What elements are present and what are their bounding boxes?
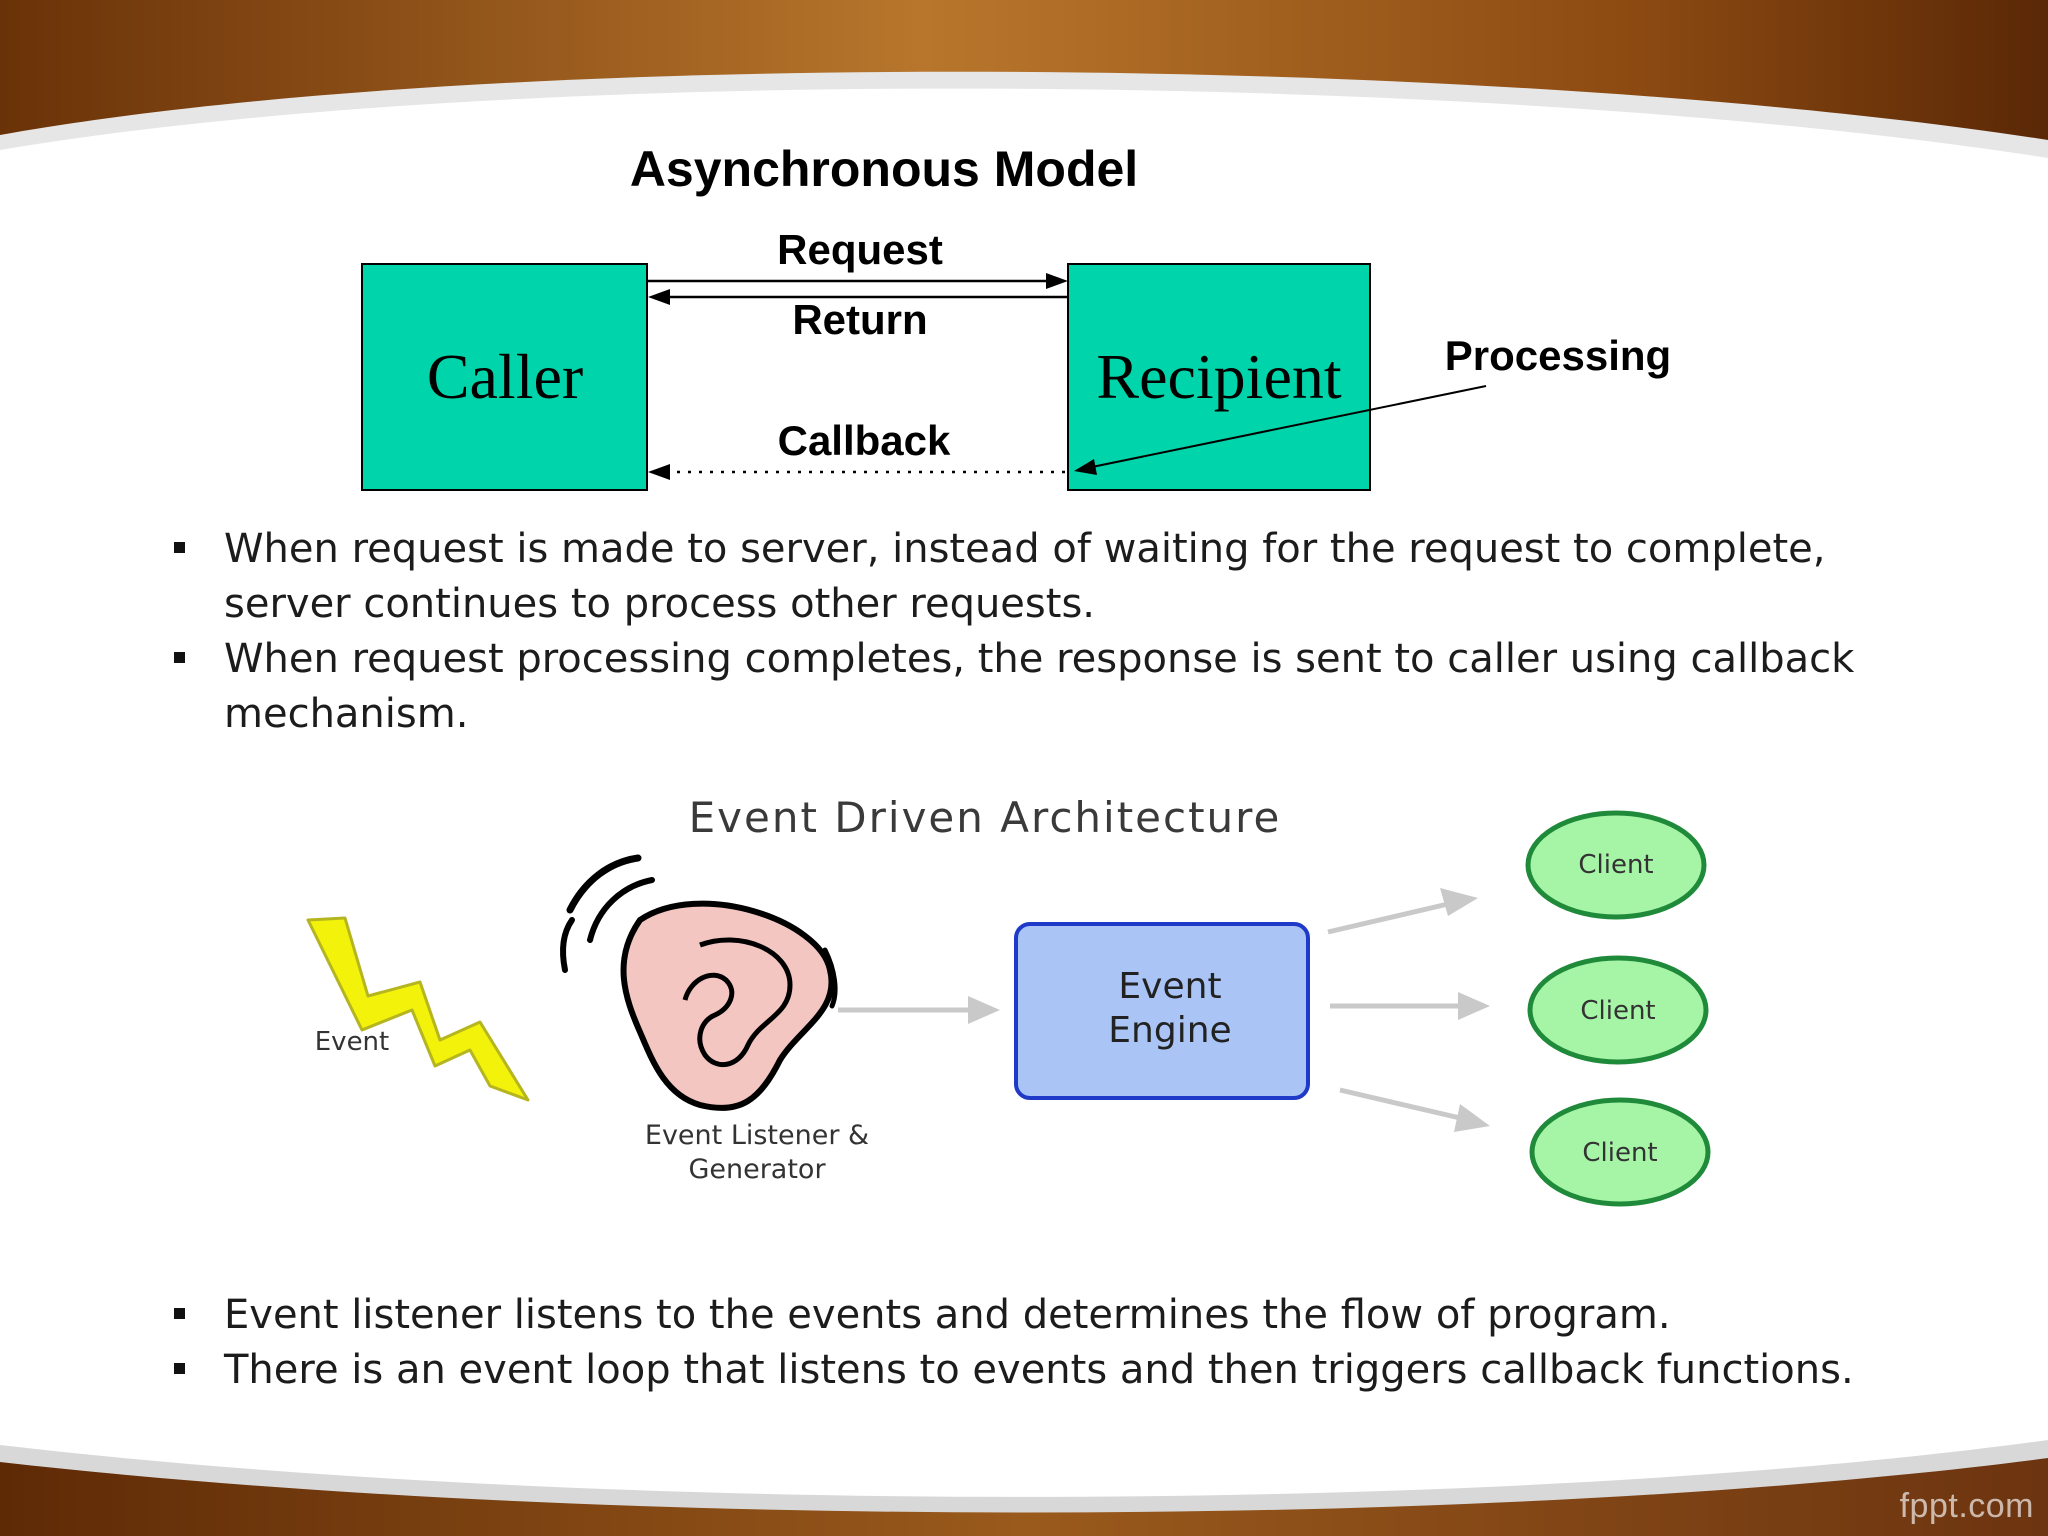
- request-arrowhead: [1046, 273, 1068, 289]
- bullet-marker: [174, 1308, 185, 1319]
- client-node-1: [1525, 810, 1707, 920]
- async-bullet-list: When request is made to server, instead …: [170, 522, 1870, 742]
- engine-to-client-2-arrowhead: [1458, 992, 1490, 1020]
- event-label: Event: [315, 1027, 389, 1057]
- return-arrowhead: [648, 289, 670, 305]
- caller-label: Caller: [427, 341, 583, 412]
- bottom-band: [0, 1458, 2048, 1536]
- listener-label-line1: Event Listener &: [645, 1120, 869, 1151]
- processing-label: Processing: [1445, 332, 1671, 379]
- lightning-bolt-icon: [306, 916, 530, 1102]
- recipient-box: [1067, 263, 1371, 491]
- eda-bullet-2: There is an event loop that listens to e…: [170, 1343, 1990, 1398]
- watermark: fppt.com: [1899, 1487, 2034, 1525]
- eda-title: Event Driven Architecture: [689, 793, 1282, 842]
- listener-label-line2: Generator: [688, 1154, 826, 1185]
- request-label: Request: [777, 226, 943, 273]
- callback-arrowhead: [648, 464, 670, 480]
- listener-to-engine-arrowhead: [968, 996, 1000, 1024]
- engine-to-client-3-arrowhead: [1454, 1104, 1490, 1132]
- bullet-marker: [174, 542, 185, 553]
- eda-bullet-list: Event listener listens to the events and…: [170, 1288, 1990, 1398]
- engine-label-line1: Event: [1118, 966, 1221, 1007]
- async-title: Asynchronous Model: [630, 141, 1138, 197]
- async-bullet-2: When request processing completes, the r…: [170, 632, 1870, 742]
- client-label-2: Client: [1580, 996, 1655, 1026]
- callback-label: Callback: [778, 417, 951, 464]
- event-driven-architecture-diagram: Event Driven Architecture Event Event Li…: [306, 793, 1711, 1207]
- engine-to-client-1-arrowhead: [1440, 888, 1478, 916]
- bullet-marker: [174, 1363, 185, 1374]
- caller-box: [361, 263, 648, 491]
- processing-pointer-head: [1074, 459, 1097, 475]
- bullet-marker: [174, 652, 185, 663]
- client-node-2: [1527, 955, 1709, 1065]
- bullet-text: When request processing completes, the r…: [224, 636, 1855, 737]
- engine-to-client-3-arrow: [1339, 1087, 1461, 1121]
- processing-pointer: [1091, 385, 1487, 468]
- ear-icon: [560, 854, 838, 1111]
- bullet-text: When request is made to server, instead …: [224, 526, 1826, 627]
- client-label-1: Client: [1578, 850, 1653, 880]
- return-label: Return: [792, 296, 927, 343]
- async-bullet-1: When request is made to server, instead …: [170, 522, 1870, 632]
- event-engine-box: [1014, 922, 1310, 1100]
- bullet-text: There is an event loop that listens to e…: [224, 1347, 1854, 1393]
- client-label-3: Client: [1582, 1138, 1657, 1168]
- async-model-diagram: Asynchronous Model Caller Recipient Requ…: [361, 141, 1671, 491]
- engine-to-client-1-arrow: [1327, 901, 1449, 935]
- engine-label-line2: Engine: [1108, 1010, 1231, 1051]
- eda-bullet-1: Event listener listens to the events and…: [170, 1288, 1990, 1343]
- recipient-label: Recipient: [1096, 341, 1341, 412]
- client-node-3: [1529, 1097, 1711, 1207]
- bullet-text: Event listener listens to the events and…: [224, 1292, 1671, 1338]
